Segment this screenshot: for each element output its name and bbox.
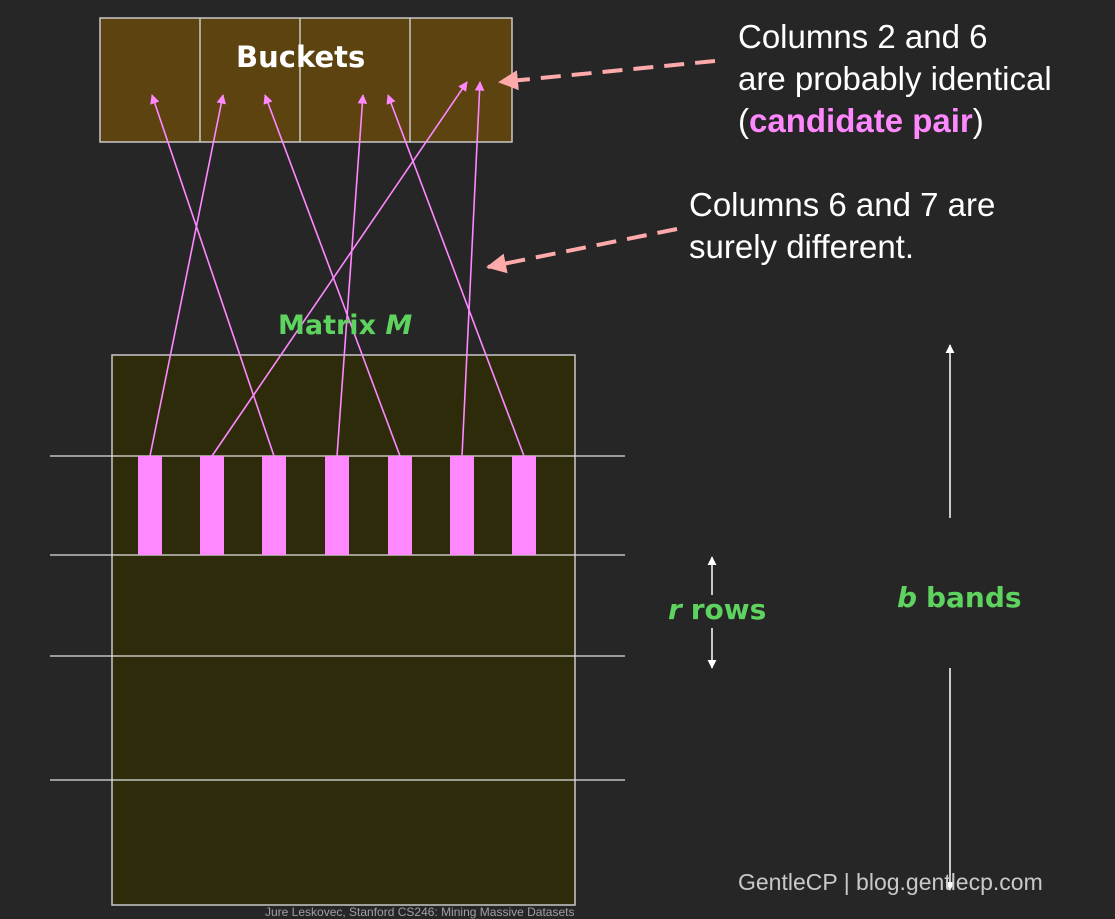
matrix-title-var: M xyxy=(385,310,413,341)
hash-arrow-column-4 xyxy=(336,94,368,457)
hash-arrow-column-6 xyxy=(461,81,485,457)
bands-var: b xyxy=(897,581,918,614)
different-callout-line1: Columns 6 and 7 are xyxy=(689,186,996,223)
matrix-title-prefix: Matrix xyxy=(278,310,386,341)
hash-arrow-column-5 xyxy=(263,94,401,457)
candidate-pair-emphasis: candidate pair xyxy=(749,102,973,139)
candidate-callout-line3: (candidate pair) xyxy=(738,100,1052,142)
bands-label: b bands xyxy=(897,581,1022,614)
rows-label: r rows xyxy=(668,593,766,626)
buckets-box xyxy=(99,17,513,143)
column-segment-3 xyxy=(262,456,286,555)
candidate-callout-line1: Columns 2 and 6 xyxy=(738,18,988,55)
bands-text: bands xyxy=(925,581,1022,614)
close-paren: ) xyxy=(972,102,984,139)
hash-arrow-column-3 xyxy=(150,94,275,457)
hash-arrow-column-2 xyxy=(211,81,468,457)
column-segment-7 xyxy=(512,456,536,555)
column-segment-2 xyxy=(200,456,224,555)
buckets-title: Buckets xyxy=(236,40,366,74)
column-segment-1 xyxy=(138,456,162,555)
column-segment-6 xyxy=(450,456,474,555)
hash-arrow-column-1 xyxy=(149,94,226,457)
rows-text: rows xyxy=(690,593,767,626)
different-callout-line2: surely different. xyxy=(689,228,915,265)
rows-var: r xyxy=(668,593,682,626)
matrix-title: Matrix M xyxy=(278,310,412,341)
footer-credit: Jure Leskovec, Stanford CS246: Mining Ma… xyxy=(265,905,575,919)
column-segment-4 xyxy=(325,456,349,555)
different-callout: Columns 6 and 7 are surely different. xyxy=(689,184,995,268)
hash-arrow-column-7 xyxy=(386,94,525,457)
watermark: GentleCP | blog.gentlecp.com xyxy=(738,869,1043,895)
different-callout-arrow xyxy=(486,227,678,274)
candidate-callout: Columns 2 and 6 are probably identical (… xyxy=(738,16,1052,142)
candidate-callout-line2: are probably identical xyxy=(738,60,1052,97)
matrix-m xyxy=(111,354,576,906)
candidate-callout-arrow xyxy=(498,59,716,91)
open-paren: ( xyxy=(738,102,749,139)
column-segment-5 xyxy=(388,456,412,555)
